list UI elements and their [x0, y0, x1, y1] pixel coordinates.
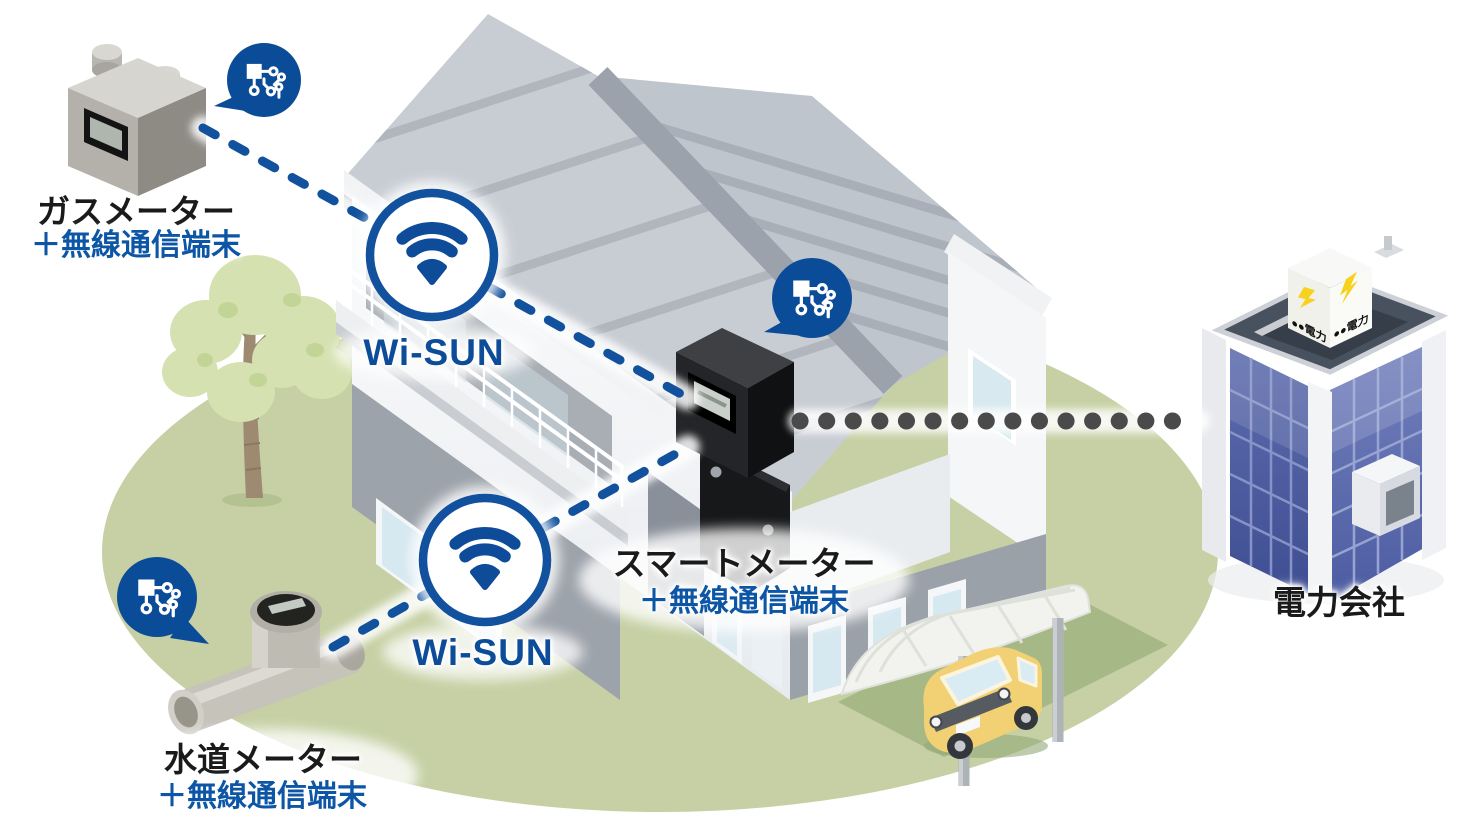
wisun-label-top: Wi-SUN	[363, 332, 505, 373]
power-company-building	[1202, 236, 1449, 606]
wisun-label-bottom: Wi-SUN	[412, 632, 554, 673]
link-water-to-wisun	[328, 588, 433, 652]
wisun-node-top	[358, 181, 506, 329]
water-meter-illustration	[168, 591, 365, 735]
car	[923, 647, 1048, 759]
wireless-links	[198, 123, 693, 652]
tree	[162, 255, 352, 507]
smart-meter-label: スマートメーター	[612, 545, 876, 582]
gas-meter-illustration	[68, 44, 206, 196]
rooftop-sign	[1288, 236, 1404, 348]
wisun-node-bottom	[411, 486, 559, 634]
carport	[840, 584, 1092, 786]
wireless-module-bubble-gas	[214, 43, 301, 117]
link-wisun-to-smartmeter	[484, 282, 693, 403]
water-meter-sublabel: ＋無線通信端末	[157, 780, 367, 813]
link-gas-to-wisun	[198, 123, 379, 228]
label-haze	[118, 324, 909, 821]
power-company-label: 電力会社	[1273, 584, 1405, 621]
gas-meter-sublabel: ＋無線通信端末	[31, 229, 241, 262]
smart-meter-sublabel: ＋無線通信端末	[639, 585, 849, 618]
entrance-kiosk	[1352, 454, 1420, 536]
wireless-module-bubble-water	[117, 557, 209, 644]
water-meter-label: 水道メーター	[164, 741, 362, 778]
link-wisun2-to-smartmeter	[538, 442, 693, 533]
wireless-module-bubble-smartmeter	[764, 258, 852, 338]
gas-meter-label: ガスメーター	[37, 193, 235, 230]
